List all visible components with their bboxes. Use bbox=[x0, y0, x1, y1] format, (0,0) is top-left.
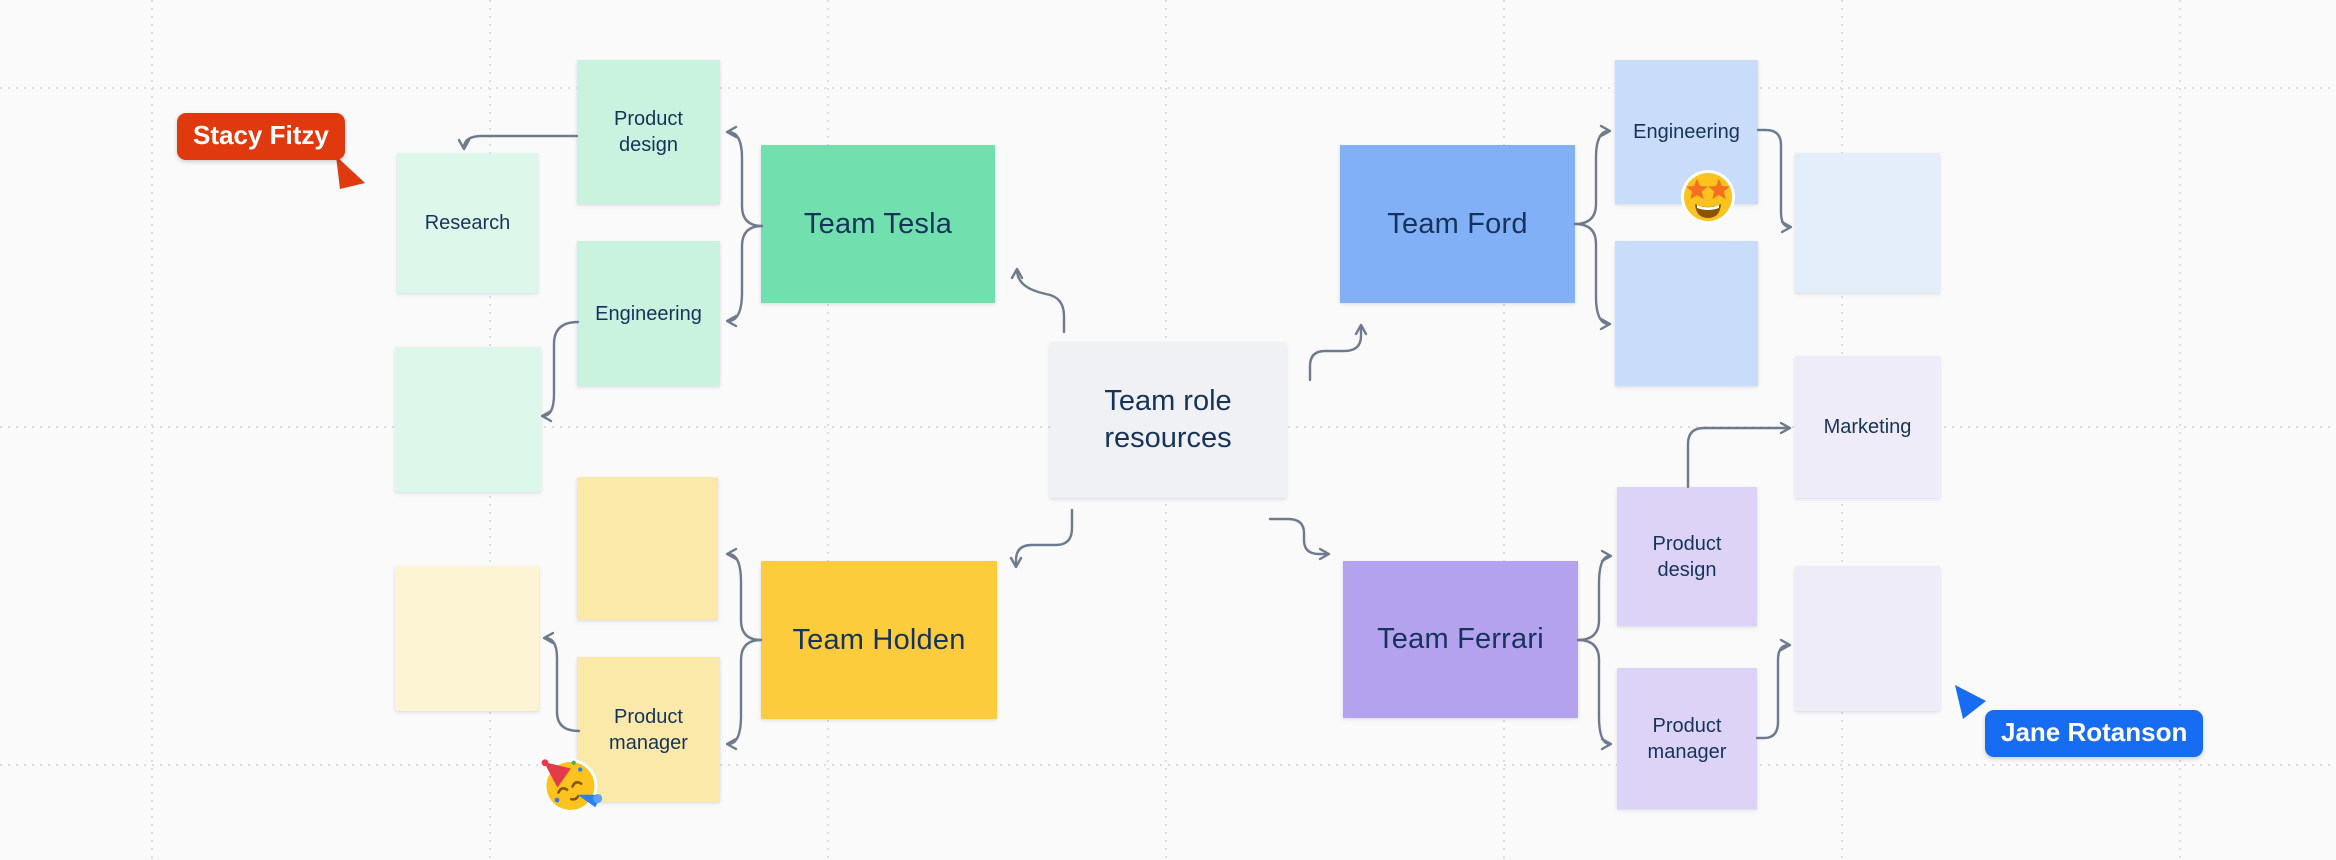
star-struck-emoji[interactable] bbox=[1675, 163, 1741, 229]
sticky-tesla-blank[interactable] bbox=[395, 347, 541, 492]
team-node-label: Team Tesla bbox=[803, 207, 953, 240]
connector-product-design-to-marketing bbox=[1686, 421, 1792, 489]
connector-product-design-to-research bbox=[457, 134, 579, 151]
connector-engineering-to-blank bbox=[540, 320, 580, 423]
team-node-tesla[interactable]: Team Tesla bbox=[761, 145, 995, 303]
team-node-ferrari[interactable]: Team Ferrari bbox=[1343, 561, 1578, 718]
sticky-ferrari-product-manager[interactable]: Product manager bbox=[1617, 668, 1757, 809]
team-node-label: Team Holden bbox=[792, 623, 966, 656]
sticky-tesla-product-design[interactable]: Product design bbox=[577, 60, 720, 204]
sticky-ferrari-product-design[interactable]: Product design bbox=[1617, 487, 1757, 626]
sticky-ferrari-blank-right[interactable] bbox=[1795, 566, 1940, 711]
sticky-label: Research bbox=[424, 212, 511, 234]
connector-holden-to-product-manager bbox=[725, 638, 763, 751]
sticky-label: Engineering bbox=[1633, 121, 1740, 143]
sticky-label: Product design bbox=[1652, 532, 1722, 581]
team-node-holden[interactable]: Team Holden bbox=[761, 561, 997, 719]
sticky-holden-product-manager[interactable]: Product manager bbox=[577, 657, 720, 802]
sticky-tesla-research[interactable]: Research bbox=[397, 153, 538, 293]
connector-center-to-ford bbox=[1308, 323, 1368, 382]
connector-holden-to-blank-top bbox=[725, 547, 763, 642]
collaborator-name: Jane Rotanson bbox=[2001, 717, 2188, 747]
sticky-ford-engineering[interactable]: Engineering bbox=[1615, 60, 1758, 204]
connector-product-manager-to-blank-right bbox=[1755, 638, 1792, 740]
connector-tesla-to-engineering bbox=[725, 224, 764, 328]
sticky-holden-blank-top[interactable] bbox=[577, 477, 718, 620]
partying-face-emoji[interactable] bbox=[537, 751, 603, 817]
collaborator-cursor-jane: Jane Rotanson bbox=[1985, 710, 2204, 757]
collaborator-name: Stacy Fitzy bbox=[193, 120, 329, 150]
sticky-label: Marketing bbox=[1823, 416, 1912, 438]
sticky-ford-marketing[interactable]: Marketing bbox=[1795, 356, 1940, 498]
center-node-team-role-resources[interactable]: Team role resources bbox=[1050, 342, 1286, 498]
sticky-label: Product design bbox=[614, 108, 683, 156]
connector-engineering-to-blank-right bbox=[1756, 128, 1793, 234]
team-node-label: Team Ferrari bbox=[1377, 623, 1544, 656]
connector-ford-to-blank bbox=[1573, 222, 1612, 331]
sticky-label: Product manager bbox=[1647, 714, 1727, 763]
stacy-cursor-pointer-icon bbox=[336, 156, 365, 189]
sticky-ford-blank-right[interactable] bbox=[1795, 153, 1940, 293]
jane-cursor-pointer-icon bbox=[1955, 685, 1986, 719]
connector-center-to-tesla bbox=[1010, 267, 1066, 334]
sticky-label: Product manager bbox=[609, 705, 688, 754]
connector-product-manager-to-blank-left bbox=[542, 631, 581, 733]
connector-tesla-to-product-design bbox=[725, 125, 764, 228]
connector-center-to-holden bbox=[1009, 508, 1074, 569]
team-node-label: Team Ford bbox=[1387, 207, 1528, 240]
sticky-tesla-engineering[interactable]: Engineering bbox=[577, 241, 720, 386]
connector-center-to-ferrari bbox=[1268, 517, 1331, 561]
connector-ferrari-to-product-manager bbox=[1576, 638, 1613, 751]
sticky-holden-blank-left[interactable] bbox=[395, 566, 539, 711]
connector-ferrari-to-product-design bbox=[1576, 549, 1613, 642]
center-node-label: Team role resources bbox=[1104, 384, 1232, 454]
sticky-ford-blank[interactable] bbox=[1615, 241, 1758, 386]
sticky-label: Engineering bbox=[595, 302, 702, 325]
team-node-ford[interactable]: Team Ford bbox=[1340, 145, 1575, 303]
collaborator-cursor-stacy: Stacy Fitzy bbox=[177, 113, 345, 160]
connector-ford-to-engineering bbox=[1573, 124, 1612, 226]
